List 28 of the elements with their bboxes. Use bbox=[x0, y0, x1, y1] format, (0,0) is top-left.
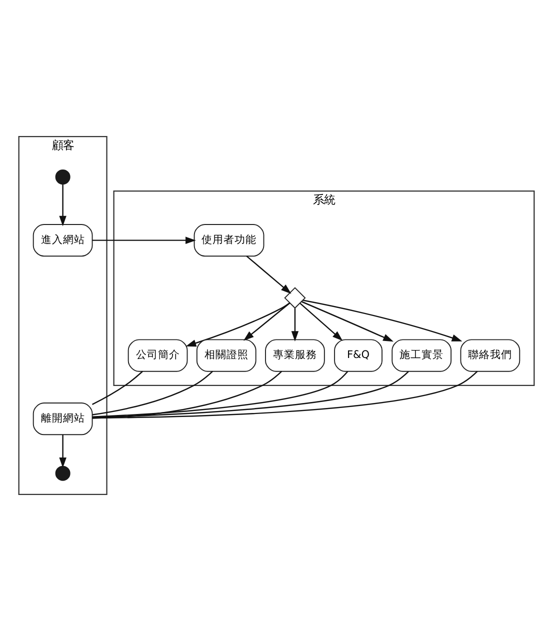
arrow bbox=[300, 302, 343, 340]
node-box: 專業服務 bbox=[265, 338, 325, 372]
node-box: 進入網站 bbox=[32, 224, 93, 256]
node-box: 使用者功能 bbox=[194, 224, 264, 256]
node-box: 公司簡介 bbox=[128, 338, 188, 372]
node-diamond bbox=[284, 286, 306, 308]
node-box: 聯絡我們 bbox=[460, 338, 520, 372]
arrow bbox=[59, 184, 66, 226]
node-box: 離開網站 bbox=[32, 402, 93, 435]
connector bbox=[92, 370, 478, 418]
node-circle bbox=[55, 168, 70, 184]
arrow bbox=[243, 302, 290, 340]
arrow bbox=[291, 308, 299, 341]
connector bbox=[92, 370, 214, 415]
arrow bbox=[246, 255, 292, 294]
arrow bbox=[92, 236, 196, 244]
node-box: F&Q bbox=[334, 338, 382, 372]
arrow bbox=[59, 434, 66, 468]
connector bbox=[92, 370, 143, 405]
connector bbox=[92, 370, 409, 418]
arrow bbox=[186, 302, 290, 346]
connector bbox=[92, 370, 282, 418]
node-box: 相關證照 bbox=[196, 338, 256, 372]
arrow bbox=[302, 299, 462, 341]
connector bbox=[92, 370, 348, 417]
arrow bbox=[301, 300, 394, 342]
node-circle bbox=[55, 465, 70, 480]
node-box: 施工實景 bbox=[392, 338, 452, 372]
